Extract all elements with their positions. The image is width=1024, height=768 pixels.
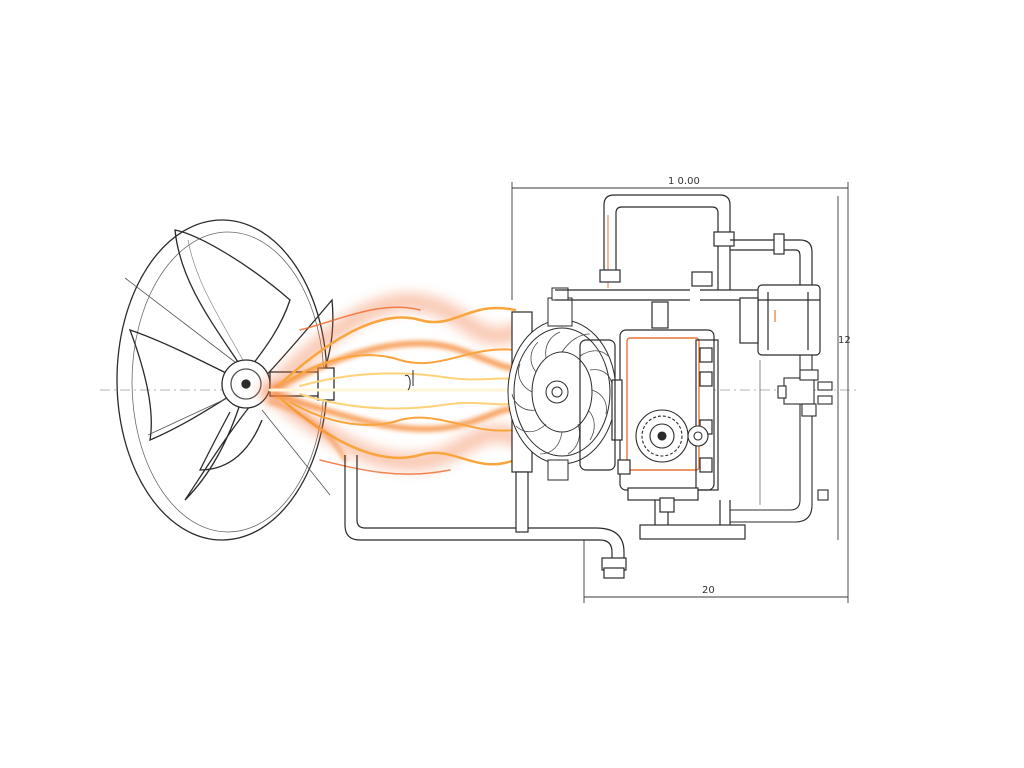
propeller-blade-lower: [184, 397, 256, 501]
valve-assembly: [730, 355, 833, 523]
gear-pulley: [635, 409, 709, 463]
upper-pipework: [555, 194, 813, 329]
turbine-wheel: [507, 287, 617, 481]
shaft: [404, 370, 414, 391]
dimension-lines: [511, 182, 849, 603]
dimension-right-label: 12: [838, 335, 851, 346]
dimension-bottom-label: 20: [702, 585, 715, 596]
lower-return-pipe: [344, 455, 627, 579]
dimension-top-label: 1 0.00: [668, 176, 700, 187]
propeller: [116, 219, 335, 541]
flame-stream: [261, 292, 550, 475]
engine-base-plate: [639, 524, 746, 540]
propeller-blade-upper: [174, 229, 291, 369]
propeller-blade-left: [128, 328, 237, 442]
fuel-tank: [739, 284, 821, 356]
